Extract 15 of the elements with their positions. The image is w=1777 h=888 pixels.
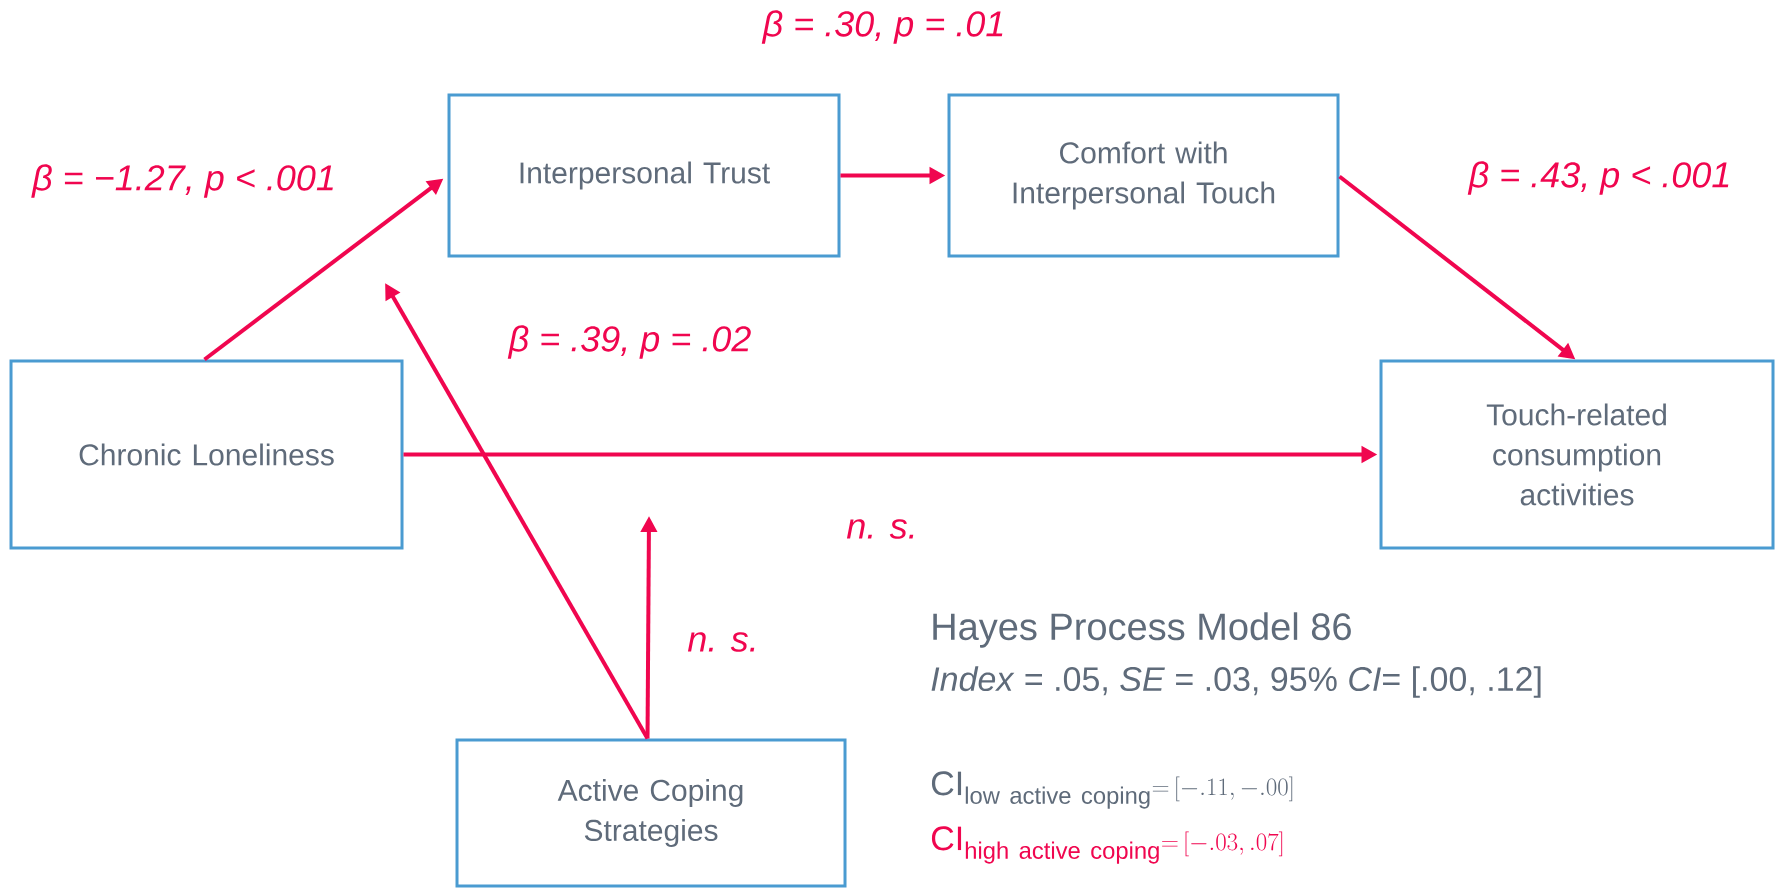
edge-label: n. s. xyxy=(844,517,920,541)
heading: Hayes Process Model 86 xyxy=(933,612,1351,648)
variable-box: Comfort with Interpersonal Touch xyxy=(947,93,1340,258)
edge-label: β = −1.27, p < .001 xyxy=(30,162,338,200)
variable-box: Touch-related consumption activities xyxy=(1379,359,1775,550)
variable-box: Chronic Loneliness xyxy=(9,359,404,550)
edge-label: β = .43, p < .001 xyxy=(1466,159,1734,197)
variable-box: Active Coping Strategies xyxy=(455,738,847,888)
statistics-text: $\mathrm{CI}_{\mathrm{low\ active\ coping}}{=}\,[-.11, -.00]$ xyxy=(931,771,1293,809)
statistics-text: $\mathrm{CI}_{\mathrm{high\ active\ coping}}{=}\,[-.03, .07]$ xyxy=(931,826,1283,864)
variable-box: Interpersonal Trust xyxy=(447,93,841,258)
edge-label: β = .39, p = .02 xyxy=(506,323,754,361)
edge-label: β = .30, p = .01 xyxy=(760,8,1008,46)
statistics-text: Index = .05, SE = .03, 95% CI= [.00, .12] xyxy=(931,666,1541,698)
edge-label: n. s. xyxy=(685,630,761,654)
